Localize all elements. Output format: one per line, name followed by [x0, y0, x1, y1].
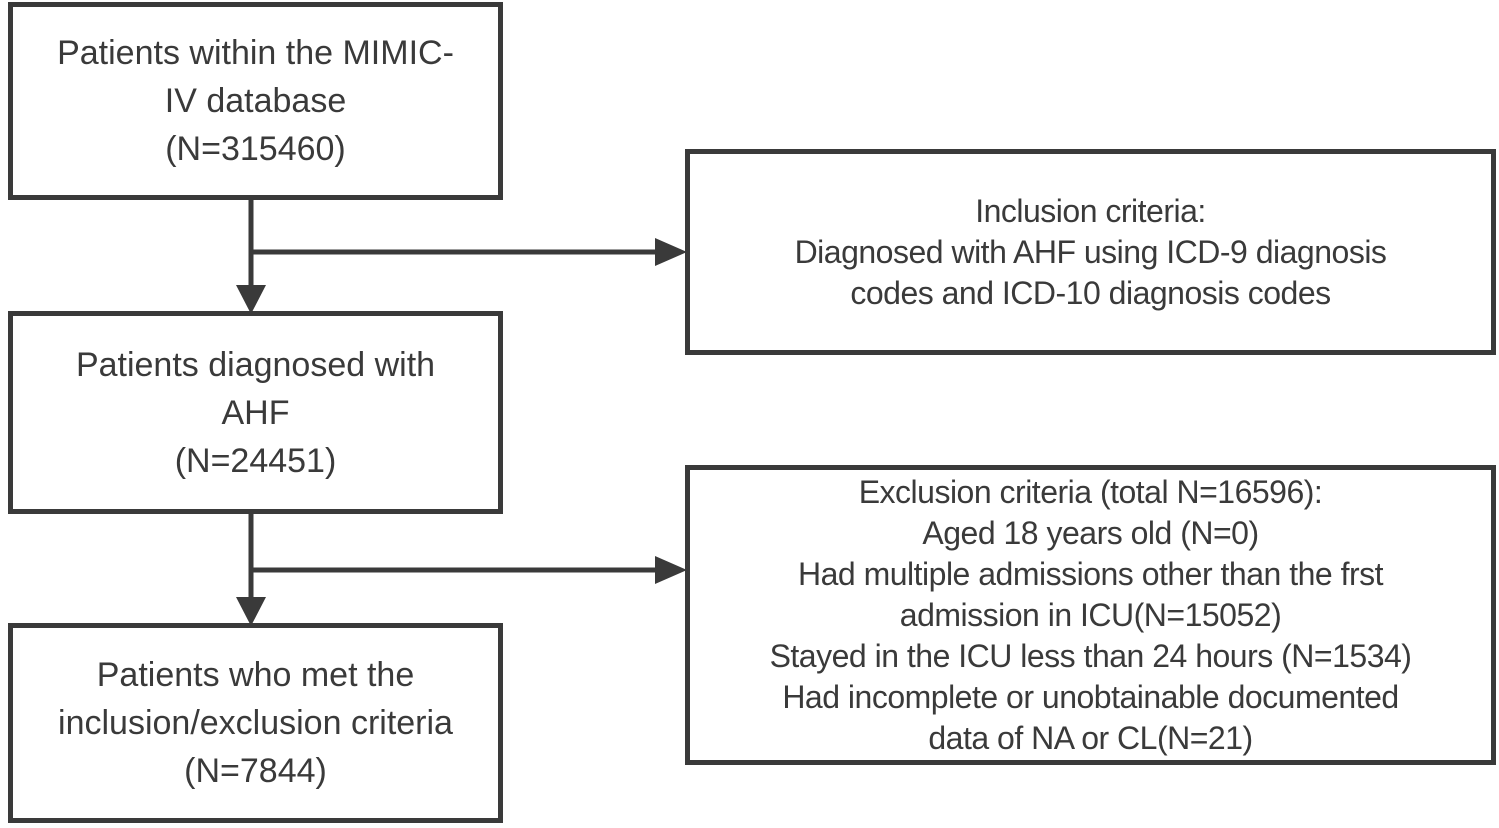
box-inclusion-criteria: Inclusion criteria: Diagnosed with AHF u…	[685, 149, 1496, 355]
box-exclusion-criteria-text: Exclusion criteria (total N=16596): Aged…	[769, 473, 1412, 756]
box-diagnosed-ahf: Patients diagnosed with AHF (N=24451)	[8, 311, 503, 514]
box-met-criteria-text: Patients who met the inclusion/exclusion…	[58, 656, 453, 790]
box-inclusion-criteria-text: Inclusion criteria: Diagnosed with AHF u…	[794, 192, 1387, 311]
arrow-ahf-to-met-criteria	[236, 514, 266, 626]
arrow-branch-to-exclusion	[249, 556, 687, 584]
arrow-database-to-ahf	[236, 200, 266, 314]
box-met-criteria: Patients who met the inclusion/exclusion…	[8, 623, 503, 823]
box-mimic-database: Patients within the MIMIC- IV database (…	[8, 2, 503, 200]
box-exclusion-criteria: Exclusion criteria (total N=16596): Aged…	[685, 465, 1496, 765]
box-mimic-database-text: Patients within the MIMIC- IV database (…	[57, 34, 454, 168]
arrow-branch-to-inclusion	[249, 238, 687, 266]
box-diagnosed-ahf-text: Patients diagnosed with AHF (N=24451)	[75, 345, 436, 480]
